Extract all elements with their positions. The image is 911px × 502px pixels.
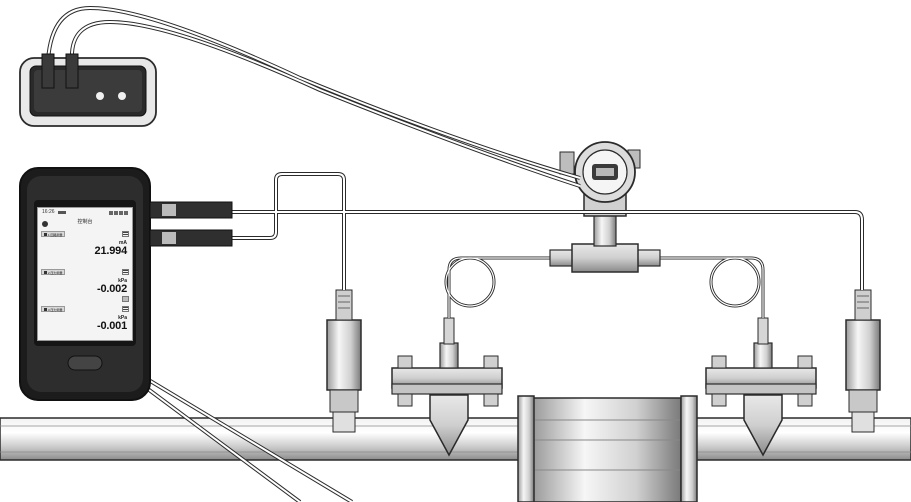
pressure-module-right	[845, 289, 881, 433]
channel-value: 21.994	[94, 245, 128, 257]
settings-button[interactable]	[122, 296, 129, 302]
channel-1: 1 回路测量 mA 21.994	[41, 231, 129, 269]
channel-unit: mA	[118, 240, 127, 246]
status-bar: 16:26	[38, 208, 132, 217]
channel-3: 3 压力测量 kPa -0.001	[41, 306, 129, 344]
menu-icon[interactable]	[122, 306, 129, 312]
manifold	[549, 213, 661, 273]
pressure-transmitter	[559, 141, 641, 217]
cables-inner	[47, 6, 863, 502]
home-icon[interactable]	[42, 221, 48, 227]
menu-icon[interactable]	[122, 231, 129, 237]
channel-tag[interactable]: 1 回路测量	[41, 231, 65, 237]
channel-tag[interactable]: 2 压力测量	[41, 269, 65, 275]
channel-unit: kPa	[118, 278, 127, 284]
pressure-module-left	[326, 289, 362, 433]
signal-module	[19, 53, 157, 127]
calibrator-screen: 16:26 控制台 1 回路测量 mA 21.994 2 压力测量 kPa -0…	[37, 207, 133, 341]
status-icons	[108, 210, 128, 219]
status-time: 16:26	[42, 209, 55, 215]
channel-value: -0.001	[97, 320, 127, 332]
impulse-tubing-inner	[445, 257, 764, 318]
right-flange-tap	[705, 317, 817, 457]
channel-value: -0.002	[97, 283, 127, 295]
flow-element	[517, 395, 698, 502]
screen-title: 控制台	[77, 219, 93, 225]
left-flange-tap	[391, 317, 503, 457]
channel-2: 2 压力测量 kPa -0.002	[41, 269, 129, 307]
signal-icon	[58, 211, 66, 214]
channel-tag[interactable]: 3 压力测量	[41, 306, 65, 312]
menu-icon[interactable]	[122, 269, 129, 275]
channel-unit: kPa	[118, 315, 127, 321]
